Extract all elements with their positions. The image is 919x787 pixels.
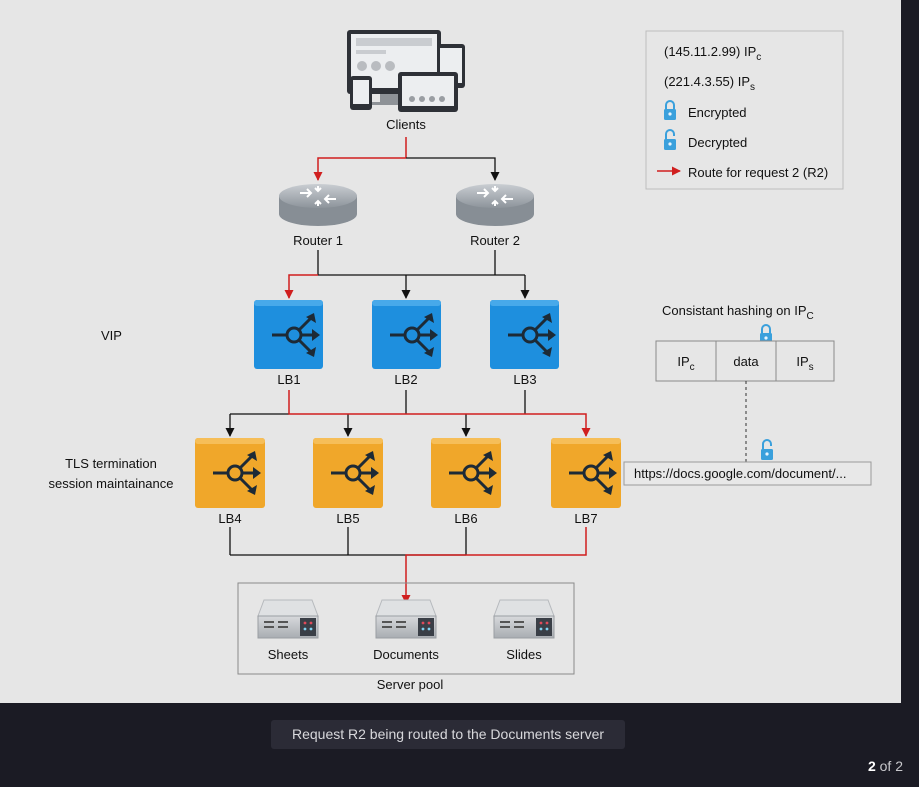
server-icon <box>257 599 319 639</box>
packet-cell-ips <box>775 340 835 382</box>
vip-label: VIP <box>101 328 122 343</box>
lb7-node: LB7 <box>551 438 621 526</box>
legend-route: Route for request 2 (R2) <box>688 165 828 180</box>
lb5-label: LB5 <box>336 511 359 526</box>
lb1-label: LB1 <box>277 372 300 387</box>
server-pool-label: Server pool <box>377 677 444 692</box>
scrollbar-track[interactable] <box>901 0 919 703</box>
server-pool-box <box>237 582 575 675</box>
lb3-node: LB3 <box>490 300 559 387</box>
tls-label-line1: TLS termination <box>65 456 157 471</box>
legend-ips: (221.4.3.55) IPs <box>664 74 755 93</box>
slide-pager: 2 of 2 <box>868 758 903 774</box>
load-balancer-icon <box>431 438 501 508</box>
pager-total: 2 <box>895 758 903 774</box>
connector-tls-servers <box>229 527 587 604</box>
lb4-label: LB4 <box>218 511 241 526</box>
packet-data-label: data <box>733 354 759 369</box>
hashing-title: Consistant hashing on IPC <box>662 303 814 322</box>
lb3-label: LB3 <box>513 372 536 387</box>
lock-open-icon <box>760 439 774 461</box>
documents-server: Documents <box>373 599 439 662</box>
url-text: https://docs.google.com/document/... <box>634 466 846 481</box>
clients-node: Clients <box>347 30 465 132</box>
diagram-canvas: Clients Router 1 Router 2 VIP LB1 <box>0 0 901 703</box>
load-balancer-icon <box>195 438 265 508</box>
router-1-node: Router 1 <box>279 184 357 248</box>
router-2-label: Router 2 <box>470 233 520 248</box>
router-icon <box>456 184 534 226</box>
server-icon <box>375 599 437 639</box>
router-icon <box>279 184 357 226</box>
legend-box <box>645 30 844 190</box>
legend: (145.11.2.99) IPc (221.4.3.55) IPs Encry… <box>645 30 844 190</box>
router-2-node: Router 2 <box>456 184 534 248</box>
url-box <box>623 461 872 486</box>
packet-cell-ipc <box>655 340 717 382</box>
architecture-diagram: Clients Router 1 Router 2 VIP LB1 <box>48 30 872 692</box>
lb5-node: LB5 <box>313 438 383 526</box>
connector-routers-vip <box>284 250 530 299</box>
router-1-label: Router 1 <box>293 233 343 248</box>
sheets-label: Sheets <box>268 647 309 662</box>
pager-current: 2 <box>867 758 876 774</box>
lb2-node: LB2 <box>372 300 441 387</box>
connector-clients-routers <box>313 137 500 181</box>
lb6-node: LB6 <box>431 438 501 526</box>
packet-ips-label: IPs <box>796 354 813 373</box>
slide-caption: Request R2 being routed to the Documents… <box>271 720 625 749</box>
server-pool: Sheets Documents Slides Server pool <box>237 582 575 692</box>
legend-decrypted: Decrypted <box>688 135 747 150</box>
sheets-server: Sheets <box>257 599 319 662</box>
documents-label: Documents <box>373 647 439 662</box>
lb4-node: LB4 <box>195 438 265 526</box>
lb7-label: LB7 <box>574 511 597 526</box>
lb6-label: LB6 <box>454 511 477 526</box>
connector-vip-tls <box>225 390 591 437</box>
clients-label: Clients <box>386 117 426 132</box>
pager-separator: of <box>875 758 896 774</box>
slides-server: Slides <box>493 599 555 662</box>
legend-ipc: (145.11.2.99) IPc <box>664 44 761 63</box>
load-balancer-icon <box>551 438 621 508</box>
load-balancer-icon <box>313 438 383 508</box>
lb1-node: LB1 <box>254 300 323 387</box>
devices-icon <box>347 30 465 112</box>
tls-label-line2: session maintainance <box>48 476 173 491</box>
hashing-panel: Consistant hashing on IPC IPc data IPs h… <box>623 303 872 486</box>
server-icon <box>493 599 555 639</box>
lb2-label: LB2 <box>394 372 417 387</box>
slides-label: Slides <box>506 647 542 662</box>
packet-ipc-label: IPc <box>677 354 694 373</box>
legend-encrypted: Encrypted <box>688 105 747 120</box>
